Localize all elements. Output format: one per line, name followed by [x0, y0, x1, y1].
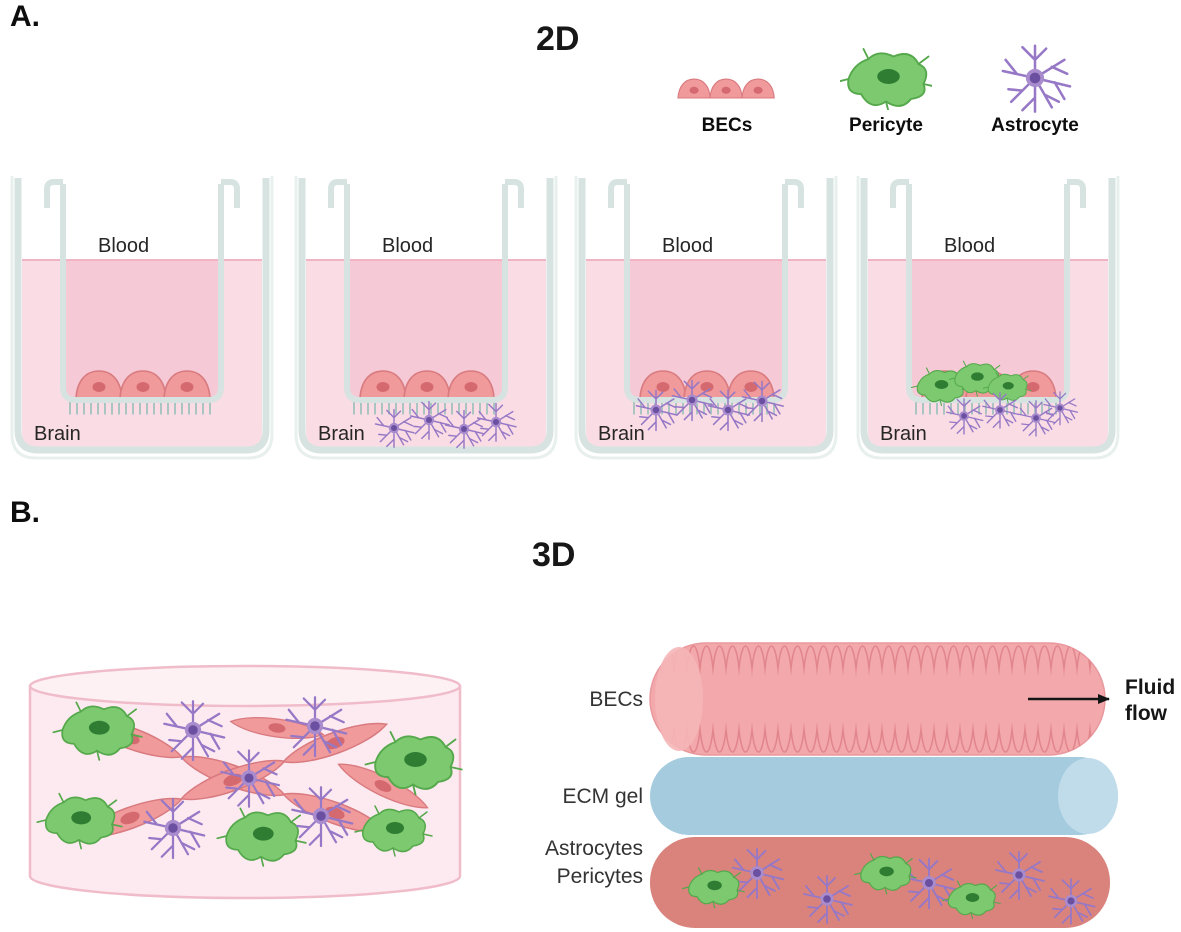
ecm-gel-endcap — [1058, 758, 1118, 834]
blood-label: Blood — [98, 235, 149, 257]
panel-a-heading: 2D — [536, 20, 580, 58]
transwell-becs-only: Blood Brain — [6, 172, 278, 464]
fluid-flow-label-line2: flow — [1125, 702, 1168, 725]
ecm-gel-channel — [650, 757, 1118, 835]
pericytes-label: Pericytes — [557, 865, 643, 888]
legend-label-pericyte: Pericyte — [849, 115, 923, 136]
brain-label: Brain — [34, 423, 81, 445]
brain-label: Brain — [880, 423, 927, 445]
fluid-flow-label-line1: Fluid — [1125, 676, 1175, 699]
transwell-glassware — [12, 176, 272, 458]
3d-channel-stack: BECs ECM gel Astrocytes Pericytes Fluid … — [545, 642, 1175, 928]
bec-tube-texture — [650, 643, 1105, 755]
dish-rim — [28, 664, 462, 708]
brain-label: Brain — [318, 423, 365, 445]
blood-label: Blood — [944, 235, 995, 257]
astrocytes-label: Astrocytes — [545, 837, 643, 860]
panel-a-label: A. — [10, 0, 40, 33]
blood-label: Blood — [662, 235, 713, 257]
transwell-becs-astrocytes-below: Blood Brain — [290, 172, 562, 464]
3d-coculture-dish — [28, 664, 463, 900]
brain-label: Brain — [598, 423, 645, 445]
bec-tube-endcap — [655, 647, 703, 751]
astrocyte-icon — [1001, 44, 1072, 113]
transwell-glassware — [296, 176, 556, 458]
legend-label-becs: BECs — [701, 115, 753, 136]
transwell-becs-astrocytes-contact: Blood Brain — [570, 172, 842, 464]
panel-b-heading: 3D — [532, 536, 576, 574]
becs-icon — [677, 78, 775, 99]
pericyte-icon — [840, 48, 932, 110]
blood-label: Blood — [382, 235, 433, 257]
panel-b-label: B. — [10, 496, 40, 529]
legend-label-astrocyte: Astrocyte — [991, 115, 1079, 136]
ecm-gel-label: ECM gel — [562, 785, 643, 808]
becs-channel-label: BECs — [589, 688, 643, 711]
transwell-glassware — [576, 176, 836, 458]
transwell-triculture: Blood Brain — [852, 172, 1124, 464]
